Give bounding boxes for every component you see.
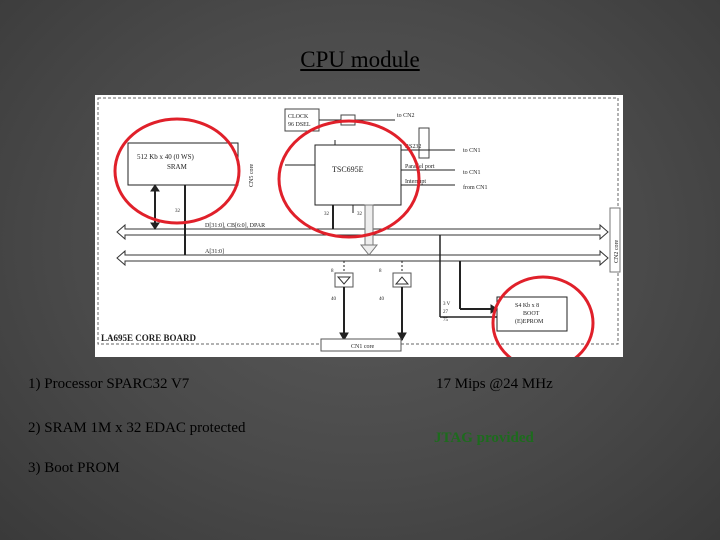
cpu-label: TSC695E (332, 165, 364, 174)
boot-prom-highlight (491, 275, 595, 357)
cn2-connector (609, 207, 621, 273)
address-bus-label: A[31:0] (205, 249, 224, 255)
clock-freq-label: 96 DSEL (288, 122, 311, 128)
transceiver-right-arrow (394, 276, 410, 285)
cn2-core-label: CN2 core (614, 240, 620, 263)
cpu-addr-arrow (359, 244, 379, 256)
cpu-highlight (277, 119, 421, 239)
rs232-label: RS232 (405, 144, 421, 150)
n40b-label: 40 (379, 297, 385, 302)
jtag-box (418, 127, 430, 159)
cn1-core-label: CN1 core (351, 344, 374, 350)
sram-data-arrowhead (150, 222, 160, 230)
boot-label-1: S4 Kb x 8 (515, 303, 539, 309)
sram-label-2: SRAM (167, 163, 188, 171)
cpu-addr-buffer (364, 204, 374, 246)
parallel-label: Parallel port (405, 164, 435, 170)
cpu-box (314, 144, 402, 206)
boot-label-2: BOOT (523, 311, 540, 317)
cpu-block-diagram: CLOCK 96 DSEL to CN2 512 Kb x 40 (0 WS) … (95, 95, 623, 357)
n3v-label: 3 V (443, 302, 451, 307)
n32b-label: 32 (324, 212, 330, 217)
to-cn2-label: to CN2 (397, 113, 415, 119)
boot-prom-box (496, 296, 568, 332)
mips-note: 17 Mips @24 MHz (436, 376, 553, 392)
transceiver-right (392, 272, 412, 288)
n40-label: 40 (331, 297, 337, 302)
board-label: LA695E CORE BOARD (101, 333, 197, 343)
sram-label: 512 Kb x 40 (0 WS) (137, 153, 195, 161)
sram-highlight (113, 117, 241, 225)
n32c-label: 32 (357, 212, 363, 217)
jtag-note: JTAG provided (434, 430, 534, 446)
data-bus-arrow (116, 223, 609, 241)
n27-label: 27 (443, 310, 449, 315)
transceiver-left-arrow (336, 276, 352, 285)
interrupt-label: Interrupt (405, 179, 426, 185)
diagram-svg: CLOCK 96 DSEL to CN2 512 Kb x 40 (0 WS) … (97, 97, 621, 357)
cn1-connector (320, 338, 402, 352)
cn1-arrowhead-left (339, 332, 349, 342)
slide-title: CPU module (300, 47, 420, 72)
sram-data-arrowhead-up (150, 184, 160, 192)
n8b-label: 8 (379, 269, 382, 274)
n8-label: 8 (331, 269, 334, 274)
to-cn1b-label: to CN1 (463, 170, 481, 176)
cn1-arrowhead-right (397, 332, 407, 342)
boot-label-3: (E)EPROM (515, 318, 544, 325)
cn5-label: CN5 core (249, 164, 255, 187)
address-bus-arrow (116, 249, 609, 267)
n32a-label: 32 (175, 209, 181, 214)
clock-label: CLOCK (288, 114, 309, 120)
bullet-processor: 1) Processor SPARC32 V7 (28, 376, 190, 392)
bullet-boot-prom: 3) Boot PROM (28, 460, 120, 476)
transceiver-left (334, 272, 354, 288)
bullet-sram: 2) SRAM 1M x 32 EDAC protected (28, 420, 246, 436)
to-cn1-label: to CN1 (463, 148, 481, 154)
board-outline (97, 97, 619, 345)
n75-label: 75 (443, 318, 449, 323)
from-cn1-label: from CN1 (463, 184, 488, 191)
data-bus-label: D[31:0], CB[6:0], DPAR (205, 223, 265, 229)
